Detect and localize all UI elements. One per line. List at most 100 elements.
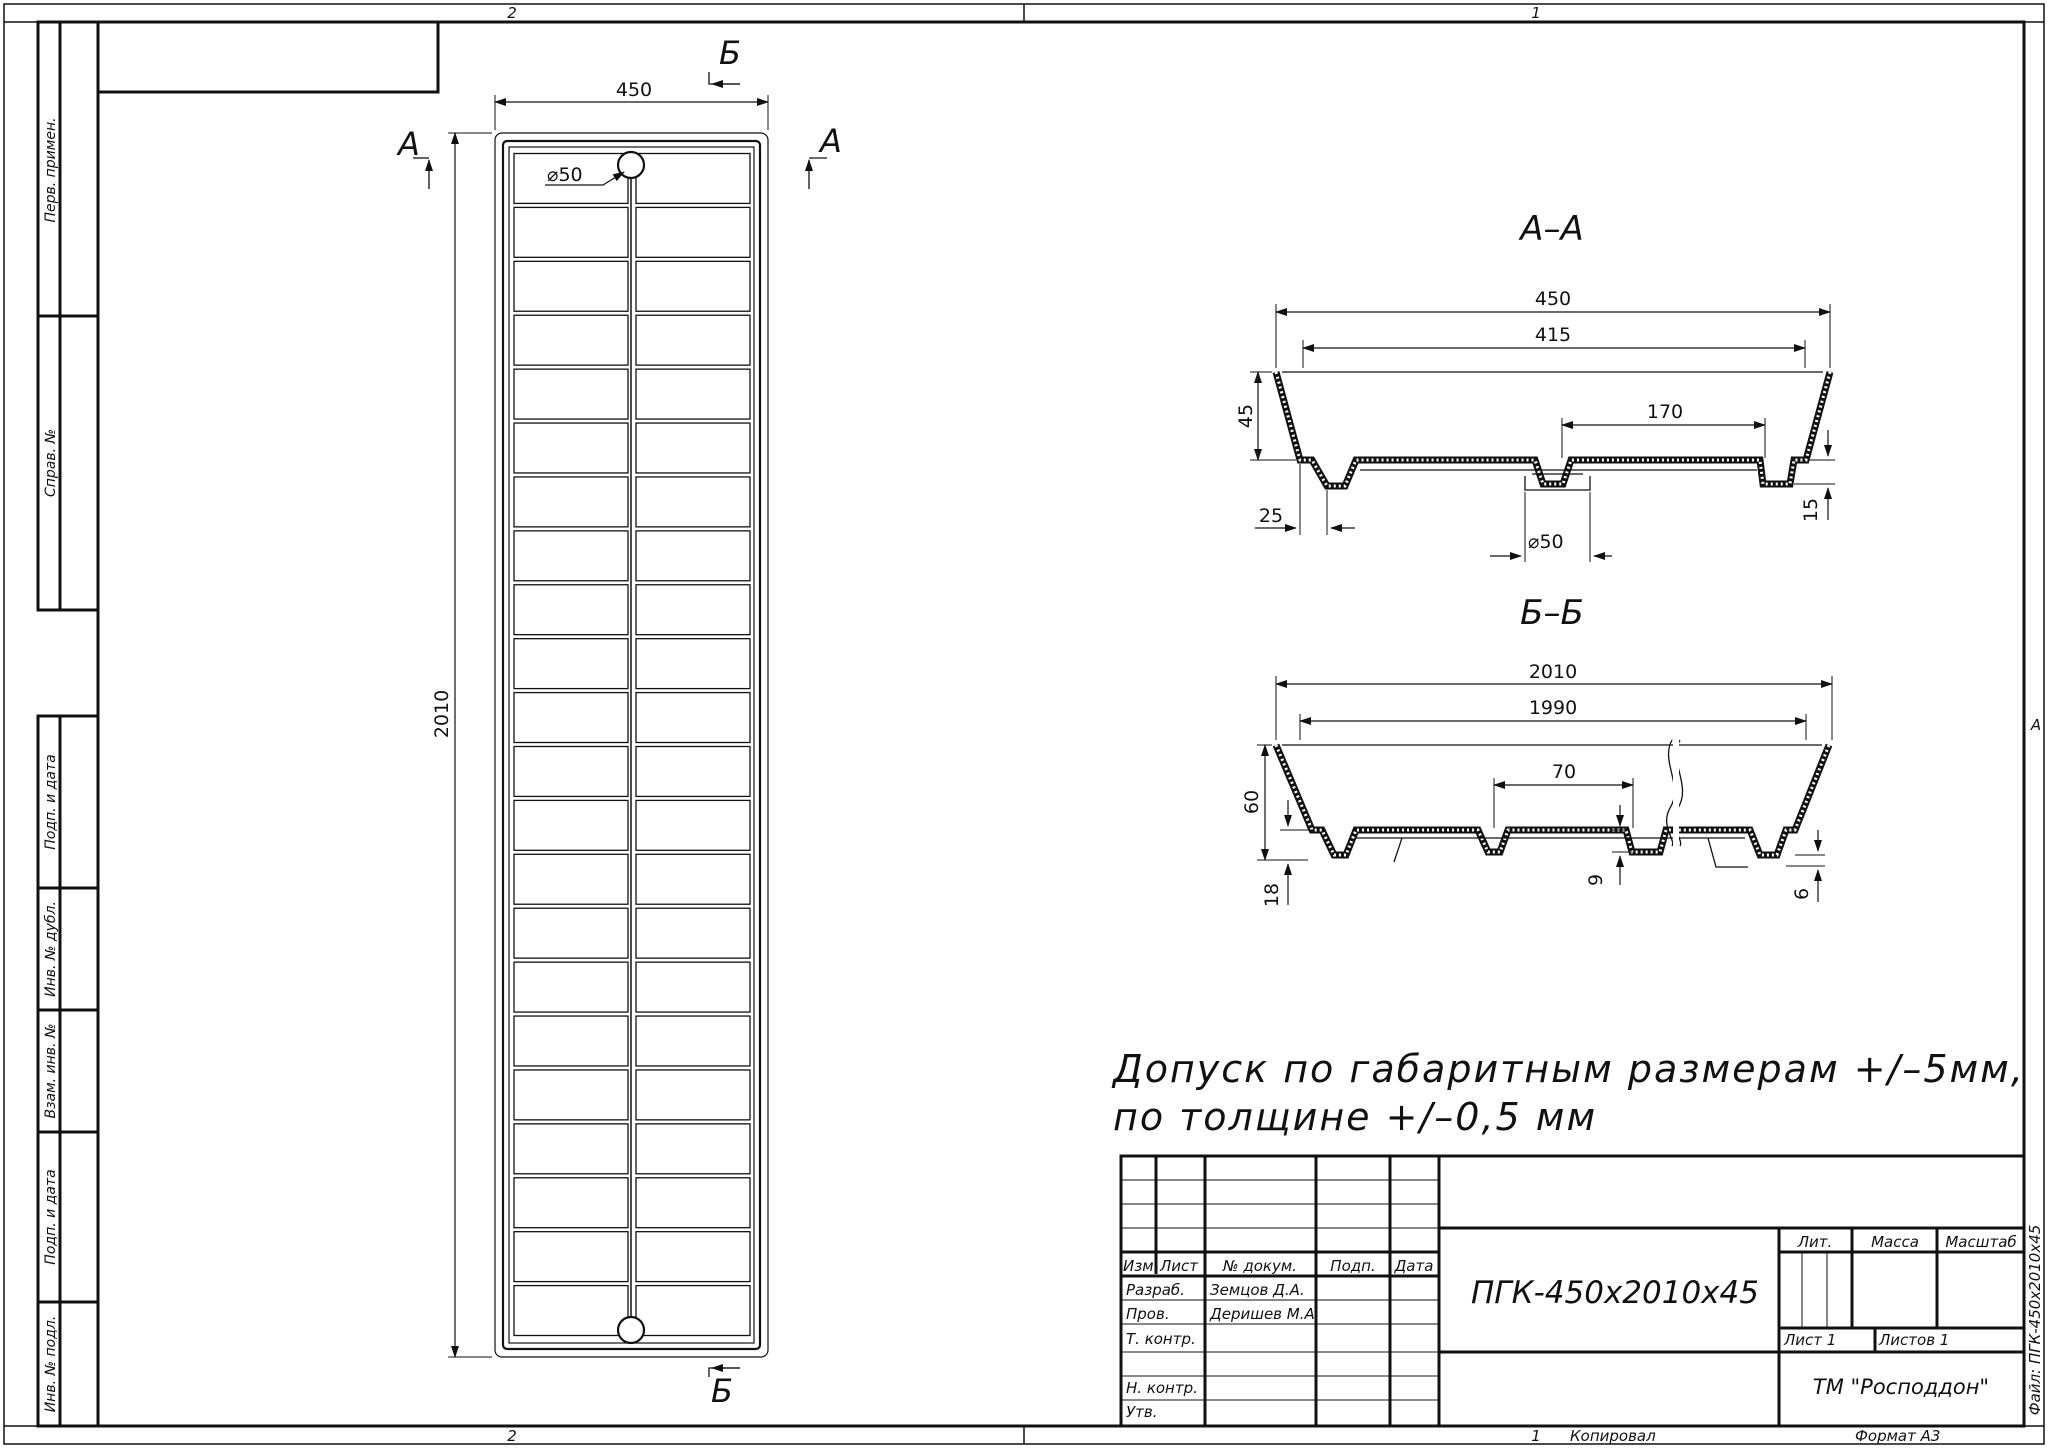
plan-cell [513, 745, 629, 798]
tb-razrab-label: Разраб. [1126, 1281, 1185, 1299]
tb-nkontr-label: Н. контр. [1126, 1379, 1198, 1397]
tb-razrab-name: Земцов Д.А. [1210, 1281, 1305, 1299]
plan-cell [635, 1231, 751, 1283]
title-block [1119, 1154, 2026, 1428]
side-label-podp-data-1: Подп. и дата [43, 754, 59, 849]
tb-header-data: Дата [1394, 1257, 1434, 1275]
tb-massa-label: Масса [1871, 1233, 1919, 1251]
plan-cell [513, 476, 629, 528]
bb-dim-inner: 1990 [1529, 697, 1577, 719]
side-strip [36, 20, 100, 1428]
side-label-vzam-inv-no: Взам. инв. № [43, 1023, 59, 1118]
plan-cell [635, 1177, 751, 1229]
footer-format: Формат А3 [1855, 1427, 1940, 1445]
drain-hole-top [616, 150, 646, 180]
plan-cell [513, 584, 629, 636]
plan-cell [513, 907, 629, 959]
section-bb-profile [1272, 743, 1833, 859]
section-bb-title: Б–Б [1520, 593, 1584, 633]
tb-masshtab-label: Масштаб [1945, 1233, 2016, 1251]
section-marker-b-bottom: Б [711, 1372, 733, 1410]
bb-dim-70: 70 [1552, 761, 1576, 783]
tb-organization: ТМ "Росподдон" [1813, 1375, 1989, 1399]
plan-cell [635, 1284, 751, 1337]
aa-dim-inner: 415 [1535, 324, 1571, 346]
tolerance-note-line1: Допуск по габаритным размерам +/–5мм, [1111, 1047, 2025, 1091]
plan-cell [635, 476, 751, 528]
tb-lit-label: Лит. [1797, 1233, 1833, 1251]
side-label-inv-no-podl: Инв. № подл. [43, 1316, 59, 1413]
plan-cell [513, 1231, 629, 1283]
section-aa-title: А–А [1518, 209, 1584, 249]
plan-cell [635, 368, 751, 420]
plan-cell [635, 422, 751, 474]
plan-cell [635, 853, 751, 905]
bb-dim-18: 18 [1261, 883, 1283, 907]
plan-cell [635, 1069, 751, 1121]
tb-utv-label: Утв. [1126, 1403, 1158, 1421]
section-aa: А–А 450 415 170 45 25 [1235, 209, 1835, 562]
plan-cell [635, 206, 751, 258]
tb-header-izm: Изм. [1123, 1257, 1158, 1275]
plan-cell [513, 853, 629, 905]
plan-cell [635, 1015, 751, 1067]
section-marker-a-right: А [818, 122, 842, 160]
plan-view: 450 2010 ⌀50 Б Б А А [396, 34, 842, 1410]
footer-kopiroval: Копировал [1570, 1427, 1656, 1445]
plan-cell [635, 152, 751, 205]
plan-cell [513, 961, 629, 1013]
aa-dim-15: 15 [1800, 498, 1822, 522]
drain-hole-bottom [616, 1315, 646, 1345]
side-label-inv-no-dubl: Инв. № дубл. [43, 901, 59, 997]
plan-cell [513, 314, 629, 366]
section-marker-a-left: А [396, 125, 420, 163]
section-aa-profile [1272, 371, 1834, 490]
zone-label-bottom-right: 1 [1531, 1427, 1541, 1445]
aa-dim-25: 25 [1259, 505, 1283, 527]
zone-label-top-right: 1 [1531, 4, 1541, 22]
tb-prov-name: Деришев М.А [1209, 1305, 1315, 1323]
plan-cell [513, 1123, 629, 1175]
zone-label-bottom-left: 2 [507, 1427, 517, 1445]
plan-cell [513, 530, 629, 582]
plan-cell-grid [513, 152, 751, 1337]
tb-designation: ПГК-450x2010x45 [1471, 1275, 1759, 1311]
plan-cell [635, 584, 751, 636]
file-label: Файл: ПГК-450x2010x45 [2026, 1225, 2044, 1416]
plan-cell [513, 1177, 629, 1229]
plan-cell [513, 260, 629, 312]
plan-cell [635, 260, 751, 312]
zone-label-top-left: 2 [507, 4, 517, 22]
plan-cell [635, 530, 751, 582]
plan-cell [513, 422, 629, 474]
plan-cell [513, 1284, 629, 1337]
aa-dim-170: 170 [1647, 401, 1683, 423]
plan-cell [513, 691, 629, 744]
plan-cell [513, 638, 629, 690]
aa-dim-overall: 450 [1535, 288, 1571, 310]
plan-cell [635, 907, 751, 959]
section-bb: Б–Б 2010 1990 70 60 18 [1241, 593, 1833, 907]
plan-cell [635, 691, 751, 744]
plan-cell [513, 206, 629, 258]
aa-dim-height: 45 [1235, 404, 1257, 428]
side-label-sprav-no: Справ. № [43, 429, 59, 497]
tb-header-podp: Подп. [1330, 1257, 1375, 1275]
bb-dim-9: 9 [1585, 874, 1607, 886]
side-label-perv-primen: Перв. примен. [43, 117, 59, 222]
tb-tkontr-label: Т. контр. [1126, 1330, 1196, 1348]
tb-listov-label: Листов 1 [1878, 1331, 1949, 1349]
plan-cell [513, 368, 629, 420]
tb-prov-label: Пров. [1126, 1305, 1170, 1323]
plan-cell [513, 799, 629, 851]
plan-cell [635, 638, 751, 690]
zone-label-right: A [2030, 716, 2041, 734]
plan-cell [635, 745, 751, 798]
side-label-podp-data-2: Подп. и дата [43, 1169, 59, 1264]
tolerance-note-line2: по толщине +/–0,5 мм [1113, 1095, 1597, 1139]
bb-dim-overall: 2010 [1529, 661, 1577, 683]
plan-cell [513, 1069, 629, 1121]
bb-dim-height: 60 [1241, 790, 1263, 814]
plan-cell [635, 799, 751, 851]
